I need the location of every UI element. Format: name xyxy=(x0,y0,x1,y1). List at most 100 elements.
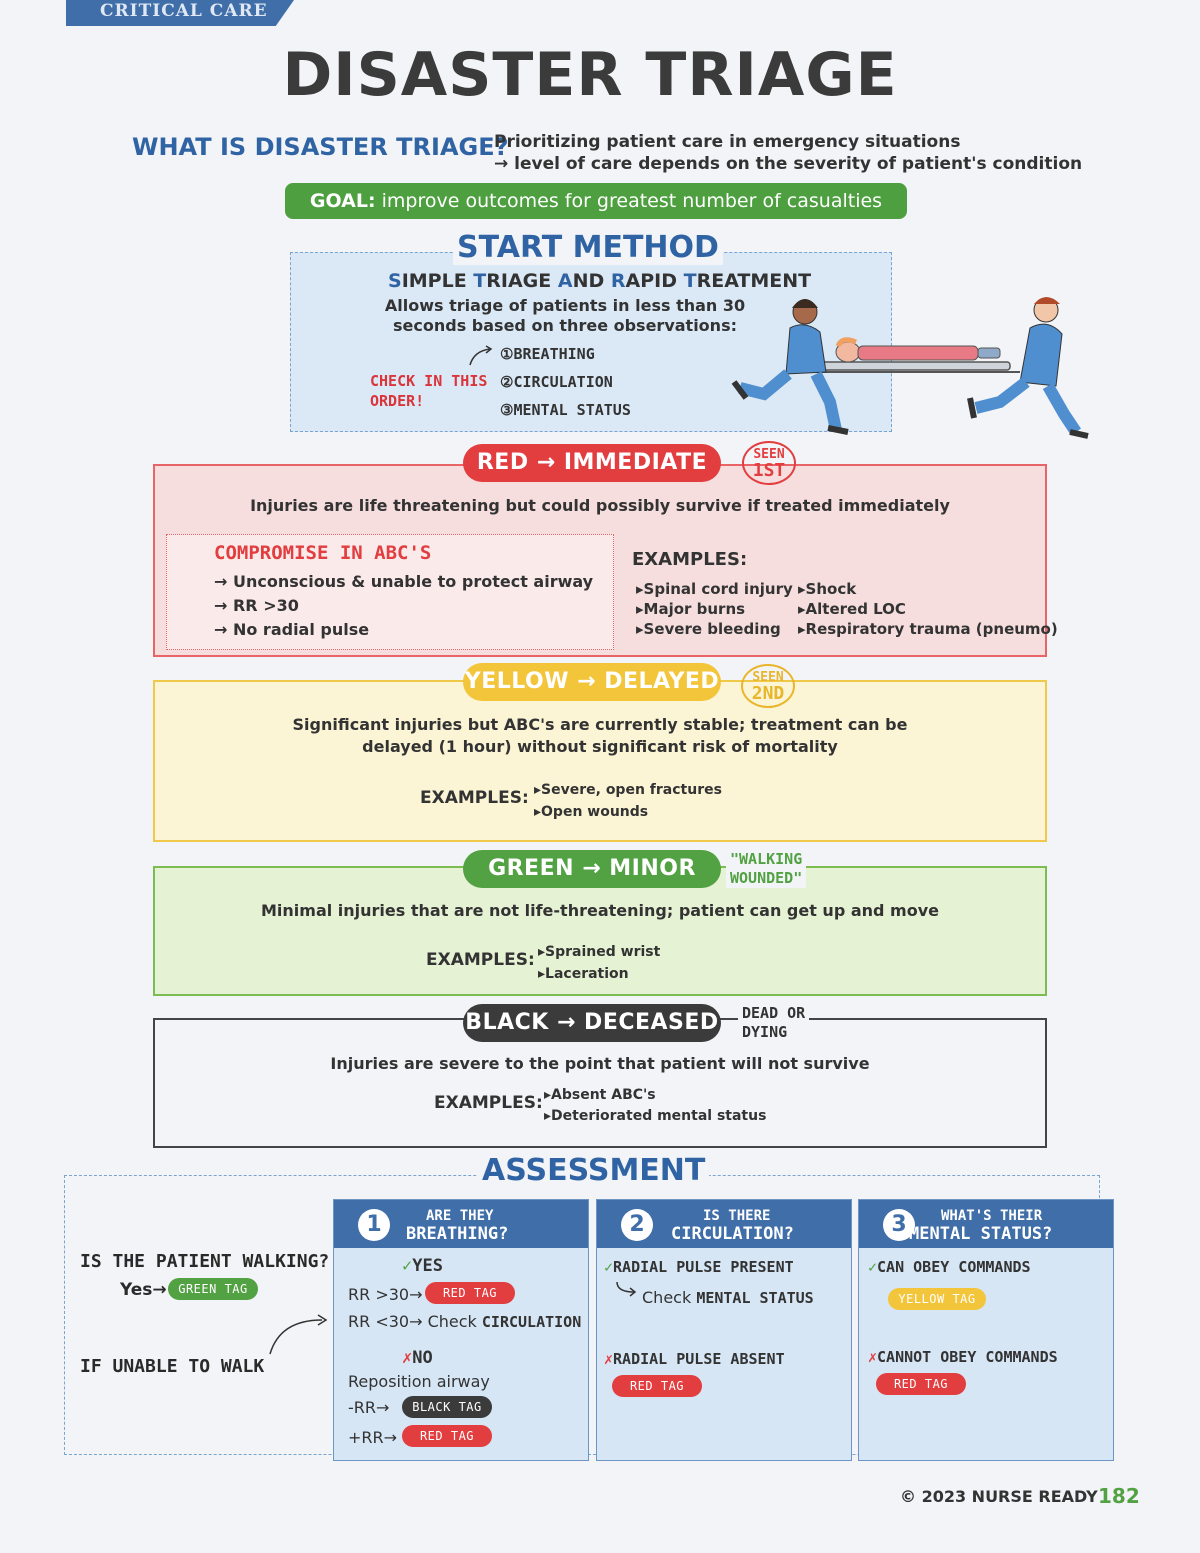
breathing-no: ✗NO xyxy=(402,1348,433,1368)
yellow-tag: YELLOW TAG xyxy=(888,1288,986,1310)
yes-label: YES xyxy=(412,1256,443,1276)
curved-arrow-icon xyxy=(269,1314,328,1355)
cannot-label: CANNOT OBEY COMMANDS xyxy=(877,1348,1058,1366)
copyright: © 2023 NURSE READY xyxy=(900,1487,1098,1506)
absent-label: RADIAL PULSE ABSENT xyxy=(613,1350,785,1368)
cannot-obey-commands: ✗CANNOT OBEY COMMANDS xyxy=(868,1348,1058,1366)
abc-compromise-title: COMPROMISE IN ABC'S xyxy=(214,542,432,564)
dead-note-line2: DYING xyxy=(742,1023,788,1041)
yellow-description-line1: Significant injuries but ABC's are curre… xyxy=(292,715,908,734)
abc-item-radial-pulse: → No radial pulse xyxy=(214,620,370,639)
cross-icon: ✗ xyxy=(604,1350,614,1368)
black-example-mental: ▸Deteriorated mental status xyxy=(544,1108,767,1124)
check-order-note: CHECK IN THIS ORDER! xyxy=(370,372,488,410)
stamp-order-text: 2ND xyxy=(751,683,785,704)
red-example-spinal: ▸Spinal cord injury xyxy=(636,580,793,598)
col-header-line1: WHAT'S THEIR xyxy=(941,1208,1043,1224)
acronym-letter-t: T xyxy=(473,270,487,292)
goal-label: GOAL: xyxy=(309,190,376,212)
red-immediate-pill: RED → IMMEDIATE xyxy=(463,444,721,482)
rr-below-30: RR <30→ Check CIRCULATION xyxy=(348,1312,581,1331)
cross-icon: ✗ xyxy=(402,1348,413,1368)
walking-question: IS THE PATIENT WALKING? xyxy=(80,1251,330,1272)
stamp-order-text: 1ST xyxy=(752,460,786,481)
check-mental-status: Check MENTAL STATUS xyxy=(642,1288,814,1307)
radial-pulse-present: ✓RADIAL PULSE PRESENT xyxy=(604,1258,794,1276)
green-examples-label: EXAMPLES: xyxy=(426,950,535,970)
assessment-title: ASSESSMENT xyxy=(478,1153,710,1188)
yellow-example-fractures: ▸Severe, open fractures xyxy=(534,782,722,798)
walking-yes: Yes→ xyxy=(120,1280,167,1300)
red-examples-label: EXAMPLES: xyxy=(632,549,748,570)
red-example-burns: ▸Major burns xyxy=(636,600,746,618)
what-is-answer-line1: Prioritizing patient care in emergency s… xyxy=(494,132,961,152)
col-header-line2: BREATHING? xyxy=(406,1224,509,1244)
walking-note-line1: "WALKING xyxy=(730,850,803,868)
breathing-yes: ✓YES xyxy=(402,1256,443,1276)
unable-to-walk-label: IF UNABLE TO WALK xyxy=(80,1356,265,1377)
start-method-title: START METHOD xyxy=(453,230,723,265)
turn-arrow-icon xyxy=(616,1281,637,1297)
present-label: RADIAL PULSE PRESENT xyxy=(613,1258,794,1276)
step-number-1: 1 xyxy=(358,1209,390,1241)
cross-icon: ✗ xyxy=(868,1348,878,1366)
radial-pulse-absent: ✗RADIAL PULSE ABSENT xyxy=(604,1350,785,1368)
minus-rr: -RR→ xyxy=(348,1398,390,1417)
green-minor-pill: GREEN → MINOR xyxy=(463,850,721,888)
goal-text: improve outcomes for greatest number of … xyxy=(381,190,883,212)
red-example-shock: ▸Shock xyxy=(798,580,857,598)
black-example-abc: ▸Absent ABC's xyxy=(544,1087,656,1103)
red-example-loc: ▸Altered LOC xyxy=(798,600,906,618)
red-tag: RED TAG xyxy=(612,1375,702,1397)
check-icon: ✓ xyxy=(402,1256,413,1276)
abc-item-rr: → RR >30 xyxy=(214,596,299,615)
page-title: DISASTER TRIAGE xyxy=(282,40,898,110)
observation-breathing: ①BREATHING xyxy=(500,345,595,363)
acronym-word-triage: RIAGE xyxy=(486,270,558,292)
acronym-letter-t2: T xyxy=(683,270,697,292)
yellow-example-wounds: ▸Open wounds xyxy=(534,804,649,820)
red-description: Injuries are life threatening but could … xyxy=(250,496,950,515)
red-tag: RED TAG xyxy=(425,1282,515,1304)
col-header: 3 WHAT'S THEIR MENTAL STATUS? xyxy=(859,1200,1113,1248)
col-header-line1: ARE THEY xyxy=(426,1208,494,1224)
dead-note-line1: DEAD OR xyxy=(742,1004,806,1022)
check-icon: ✓ xyxy=(868,1258,878,1276)
rr-above-30: RR >30→ xyxy=(348,1285,423,1304)
acronym-letter-s: S xyxy=(388,270,402,292)
black-description: Injuries are severe to the point that pa… xyxy=(330,1054,870,1073)
green-description: Minimal injuries that are not life-threa… xyxy=(260,901,939,920)
can-obey-commands: ✓CAN OBEY COMMANDS xyxy=(868,1258,1031,1276)
what-is-question: WHAT IS DISASTER TRIAGE? xyxy=(132,133,509,161)
yellow-delayed-pill: YELLOW → DELAYED xyxy=(463,663,721,701)
acronym-word-and: ND xyxy=(572,270,611,292)
plus-rr: +RR→ xyxy=(348,1428,398,1447)
yellow-category-box xyxy=(153,680,1047,842)
green-example-laceration: ▸Laceration xyxy=(538,966,629,982)
stretcher-illustration xyxy=(731,297,1089,439)
section-banner: CRITICAL CARE xyxy=(66,0,294,26)
stamp-seen-text: SEEN xyxy=(752,670,784,685)
obey-label: CAN OBEY COMMANDS xyxy=(877,1258,1031,1276)
circulation-ref: CIRCULATION xyxy=(481,1313,582,1331)
acronym-letter-r: R xyxy=(610,270,626,292)
acronym-word-rapid: APID xyxy=(625,270,684,292)
walking-note-line2: WOUNDED" xyxy=(730,869,803,887)
col-header-line2: MENTAL STATUS? xyxy=(909,1224,1053,1244)
acronym-word-simple: IMPLE xyxy=(401,270,474,292)
col-header-line2: CIRCULATION? xyxy=(671,1224,794,1244)
red-example-respiratory: ▸Respiratory trauma (pneumo) xyxy=(798,620,1058,638)
red-tag: RED TAG xyxy=(876,1373,966,1395)
curved-arrow-icon xyxy=(469,345,493,366)
col-header: 2 IS THERE CIRCULATION? xyxy=(597,1200,851,1248)
acronym-word-treatment: REATMENT xyxy=(696,270,812,292)
rr-below-text: RR <30→ Check xyxy=(348,1312,482,1331)
assessment-col-mental-status: 3 WHAT'S THEIR MENTAL STATUS? xyxy=(858,1199,1114,1461)
assessment-col-circulation: 2 IS THERE CIRCULATION? xyxy=(596,1199,852,1461)
check-icon: ✓ xyxy=(604,1258,614,1276)
goal-banner: GOAL: improve outcomes for greatest numb… xyxy=(285,183,907,219)
green-tag: GREEN TAG xyxy=(168,1278,258,1300)
